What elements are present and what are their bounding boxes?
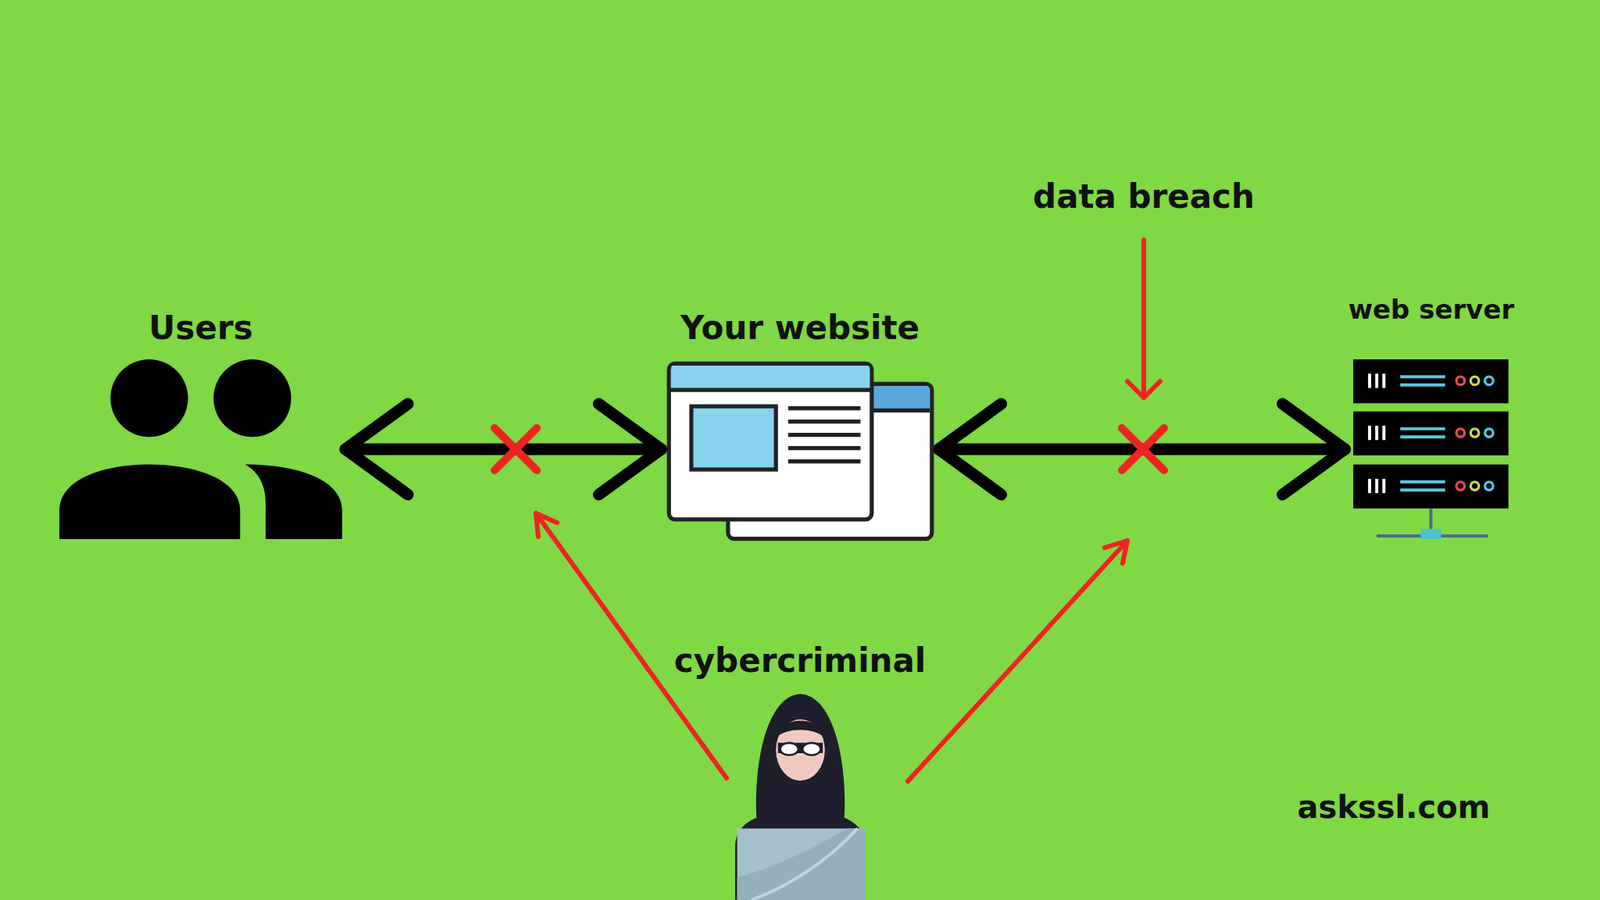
arrow-head — [599, 403, 662, 495]
users-icon — [59, 359, 343, 540]
website-icon — [664, 359, 936, 543]
node-label: Your website — [680, 308, 920, 348]
website-node: Your website — [664, 308, 936, 543]
watermark: askssl.com — [1297, 788, 1491, 826]
breach-x-mark — [1121, 428, 1165, 471]
arrow-head — [1282, 403, 1346, 495]
server-icon — [1353, 359, 1509, 540]
node-label: Users — [148, 308, 253, 348]
cybercriminal-node: cybercriminal — [674, 641, 926, 900]
breach-arrow — [1127, 239, 1161, 398]
breach-label: data breach — [1032, 177, 1255, 217]
breach-x-mark — [494, 428, 537, 471]
cybercriminal-figure — [735, 693, 866, 900]
arrow-head — [345, 403, 408, 495]
web-server-node: web server — [1348, 293, 1515, 540]
connector-line — [345, 443, 662, 456]
double-arrow-connector — [345, 403, 662, 495]
node-label: web server — [1348, 293, 1515, 326]
users-group: Users — [59, 308, 343, 540]
double-arrow-connector — [939, 403, 1346, 495]
attack-arrow — [907, 540, 1128, 782]
arrow-head — [939, 403, 1002, 495]
node-label: cybercriminal — [674, 641, 926, 681]
